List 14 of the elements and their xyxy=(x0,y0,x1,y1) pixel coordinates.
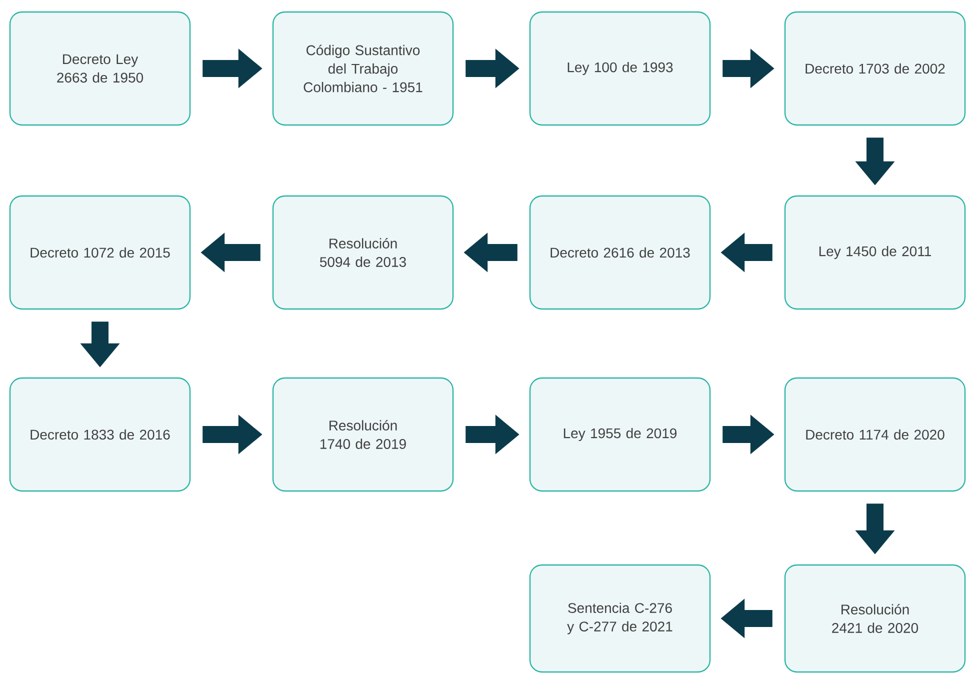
process-box: Ley 1450 de 2011 xyxy=(784,195,966,310)
process-box: Sentencia C-276 y C-277 de 2021 xyxy=(529,564,711,673)
process-box: Resolución 1740 de 2019 xyxy=(272,377,454,492)
process-box: Decreto 1833 de 2016 xyxy=(9,377,191,492)
process-box: Ley 1955 de 2019 xyxy=(529,377,711,492)
process-box: Decreto 2616 de 2013 xyxy=(529,195,711,310)
process-box: Resolución 2421 de 2020 xyxy=(784,564,966,673)
process-box: Código Sustantivo del Trabajo Colombiano - 1951 xyxy=(272,11,454,126)
process-box: Decreto 1072 de 2015 xyxy=(9,195,191,310)
process-box: Decreto Ley 2663 de 1950 xyxy=(9,11,191,126)
process-box: Resolución 5094 de 2013 xyxy=(272,195,454,310)
process-box: Ley 100 de 1993 xyxy=(529,11,711,126)
process-box: Decreto 1703 de 2002 xyxy=(784,11,966,126)
process-box: Decreto 1174 de 2020 xyxy=(784,377,966,492)
